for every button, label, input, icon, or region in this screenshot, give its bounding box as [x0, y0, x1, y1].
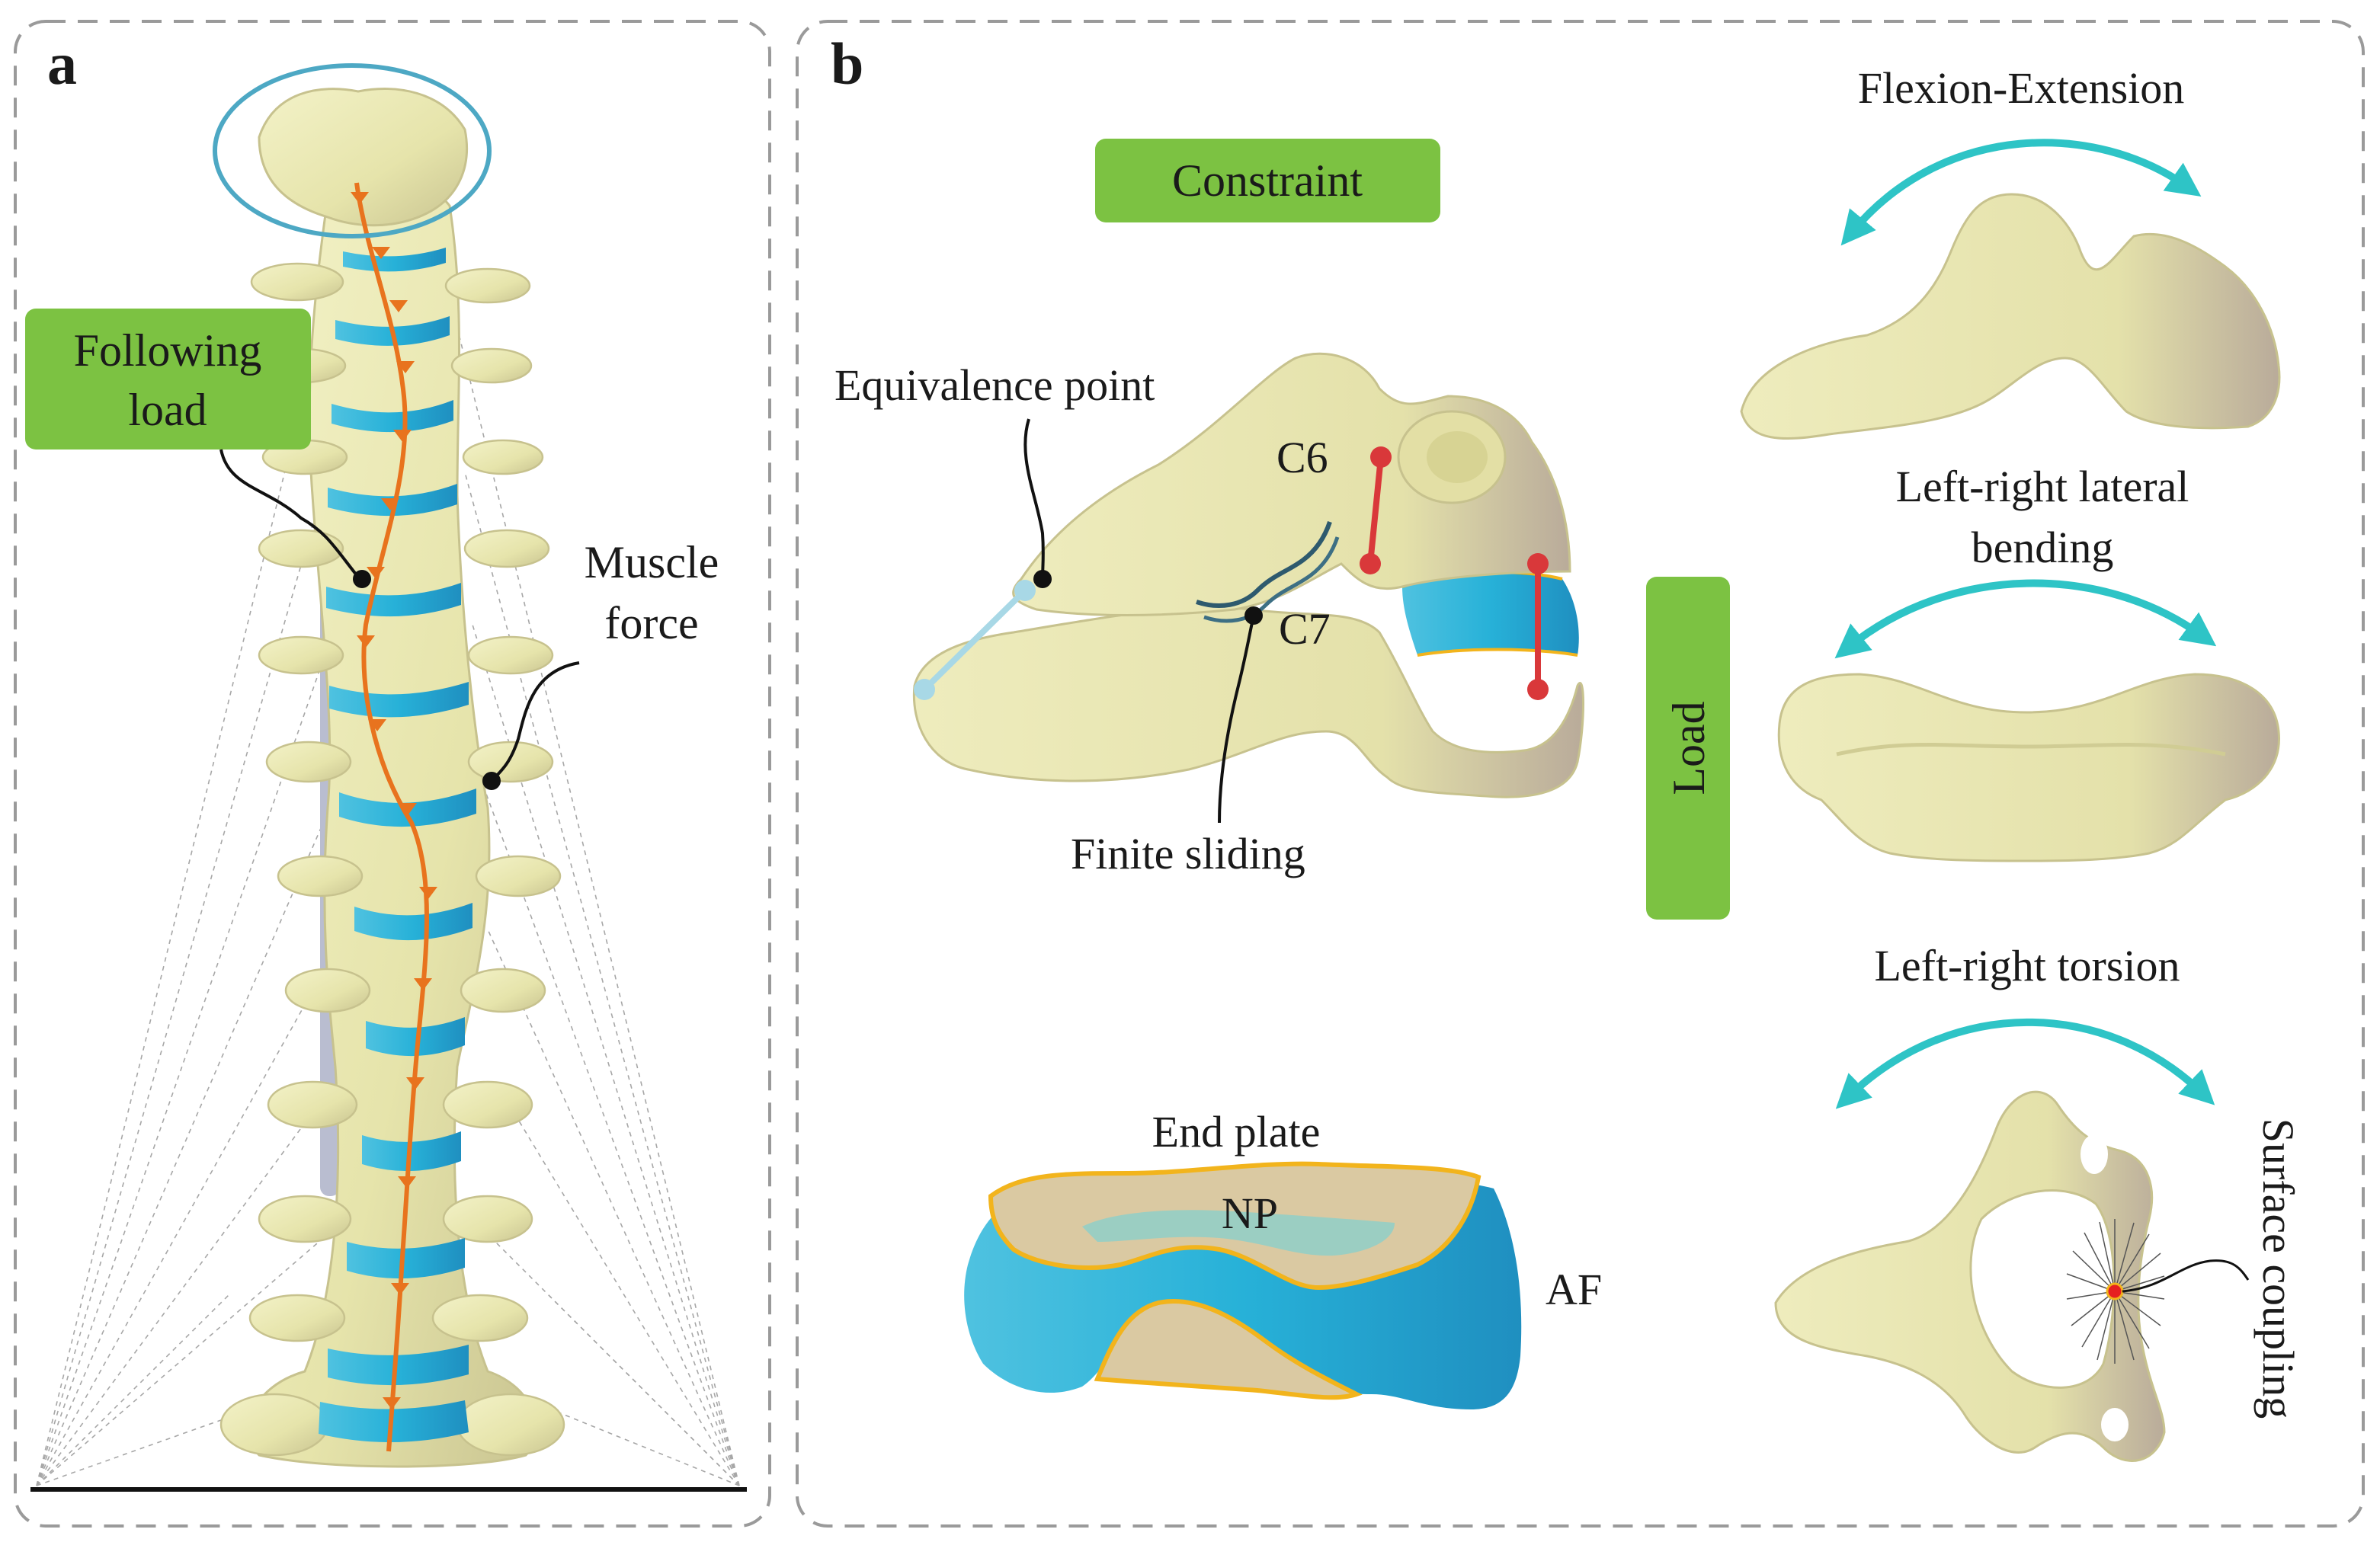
c6-c7-disc-edge-bottom [1417, 648, 1578, 657]
load-text: Load [1664, 701, 1714, 795]
lateral-bending-vertebra-ridge [1836, 743, 2226, 757]
finite-sliding-label: Finite sliding [1071, 829, 1305, 878]
c6-label: C6 [1276, 433, 1328, 482]
panel-b-border [796, 20, 2365, 1528]
c7-label: C7 [1279, 604, 1331, 654]
fixed-top-ellipse [213, 63, 492, 238]
transverse-foramen-lower [2101, 1408, 2129, 1441]
lateral-bending-arrow [1834, 579, 2217, 659]
following-load-leader [219, 449, 361, 581]
transverse-foramen-upper [2080, 1134, 2108, 1174]
muscle-force-text-line2: force [604, 598, 698, 648]
finite-sliding-leader [1218, 615, 1255, 824]
c7-constraint-node-top [1527, 553, 1549, 574]
surface-coupling-leader [2122, 1259, 2250, 1293]
panel-a-border [14, 20, 771, 1528]
c7-vertebra [912, 606, 1584, 798]
equivalence-point-spring [922, 588, 1027, 692]
c6-constraint-bar [1367, 456, 1384, 565]
lateral-bending-label-line2: bending [1972, 523, 2114, 572]
constraint-label: Constraint [1095, 139, 1440, 222]
following-load-text-line2: load [128, 385, 207, 435]
panel-a-spine-model [30, 63, 747, 1492]
lateral-bending-vertebra [1777, 673, 2280, 862]
c6-constraint-node-bottom [1360, 553, 1381, 574]
surface-coupling-label: Surface coupling [2253, 1118, 2303, 1419]
finite-sliding-dot [1244, 606, 1263, 625]
end-plate-label: End plate [1152, 1107, 1321, 1156]
c6-c7-segment [912, 352, 1584, 798]
c7-constraint-node-bottom [1527, 679, 1549, 700]
muscle-force-text-line1: Muscle [585, 537, 719, 587]
c6-facet-inner [1427, 431, 1488, 483]
torsion-arrow [1835, 1018, 2215, 1109]
muscle-force-point [482, 772, 501, 790]
nucleus-pulposus [1082, 1210, 1395, 1256]
lower-end-plate [1094, 1299, 1363, 1400]
equivalence-point-label: Equivalence point [834, 360, 1155, 410]
following-load-label: Following load [25, 309, 311, 449]
torsion-label: Left-right torsion [1874, 941, 2180, 990]
surface-coupling-center [2106, 1282, 2124, 1300]
muscle-force-leader [490, 661, 580, 782]
vertebral-foramen [1969, 1189, 2116, 1389]
flexion-extension-arrow [1840, 139, 2202, 246]
surface-coupling-spokes [2066, 1219, 2165, 1364]
load-label: Load [1646, 577, 1730, 920]
equivalence-point-dot [1033, 570, 1052, 588]
following-load-point [353, 570, 371, 588]
atlas-vertebra [258, 88, 469, 227]
finite-sliding-contact-2 [1203, 536, 1340, 623]
constraint-text: Constraint [1172, 155, 1363, 206]
panel-b-letter: b [831, 30, 863, 97]
equivalence-point-leader [1023, 418, 1045, 580]
equivalence-point-node-upper [1014, 580, 1036, 601]
af-label: AF [1546, 1265, 1602, 1314]
c6-c7-disc [1402, 572, 1579, 655]
sacrum-disc [319, 1400, 469, 1443]
disc-model [964, 1161, 1522, 1409]
panel-a-letter: a [47, 30, 77, 97]
flexion-extension-label: Flexion-Extension [1858, 63, 2185, 113]
following-load-path [354, 182, 429, 1452]
np-label: NP [1222, 1188, 1278, 1238]
torsion-vertebra [1774, 1090, 2166, 1462]
c6-constraint-node-top [1370, 446, 1392, 468]
flexion-extension-vertebra [1740, 193, 2281, 440]
following-load-arrowheads [351, 192, 437, 1409]
equivalence-point-node-lower [914, 679, 935, 700]
following-load-text-line1: Following [74, 325, 262, 376]
lateral-bending-label-line1: Left-right lateral [1896, 462, 2189, 511]
finite-sliding-contact [1196, 521, 1332, 608]
